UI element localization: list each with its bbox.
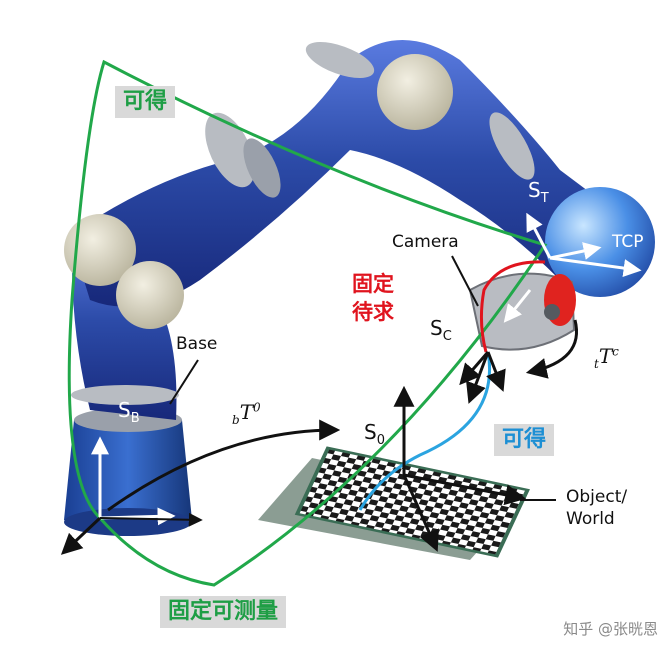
fixed-to-solve-line-1: 固定 xyxy=(352,270,394,298)
transform-b-t-0: bT0 xyxy=(232,400,261,427)
tcp-label: TCP xyxy=(612,232,644,252)
frame-st-main: S xyxy=(528,178,541,202)
watermark: 知乎 @张晄恩 xyxy=(563,618,658,639)
transform-b-t-0-sup: 0 xyxy=(253,400,261,414)
reachable-badge-top: 可得 xyxy=(115,86,175,118)
object-world-label: Object/ World xyxy=(566,486,627,530)
reachable-badge-right: 可得 xyxy=(494,424,554,456)
base-label: Base xyxy=(176,334,217,354)
transform-b-t-0-main: T xyxy=(240,400,253,424)
frame-st-label: ST xyxy=(528,178,549,206)
frame-sc-label: SC xyxy=(430,316,452,344)
transform-t-t-c-sup: c xyxy=(612,344,619,358)
transform-t-t-c-main: T xyxy=(599,344,612,368)
fixed-to-solve-label: 固定 待求 xyxy=(352,270,394,326)
object-world-line-1: Object/ xyxy=(566,486,627,508)
frame-st-sub: T xyxy=(541,191,549,206)
transform-b-t-0-pre: b xyxy=(232,413,240,427)
frame-sb-sub: B xyxy=(131,411,140,426)
fixed-to-solve-line-2: 待求 xyxy=(352,298,394,326)
fixed-measurable-badge: 固定可测量 xyxy=(160,596,286,628)
frame-sc-main: S xyxy=(430,316,443,340)
frame-sb-label: SB xyxy=(118,398,140,426)
frame-s0-label: S0 xyxy=(364,420,385,448)
camera-label: Camera xyxy=(392,232,459,252)
frame-s0-sub: 0 xyxy=(377,433,385,448)
object-world-line-2: World xyxy=(566,508,627,530)
transform-t-t-c: tTc xyxy=(594,344,619,371)
camera-leader xyxy=(452,256,478,306)
frame-sc-sub: C xyxy=(443,329,452,344)
frame-s0-main: S xyxy=(364,420,377,444)
frame-sb-main: S xyxy=(118,398,131,422)
checkerboard-target xyxy=(258,448,528,560)
